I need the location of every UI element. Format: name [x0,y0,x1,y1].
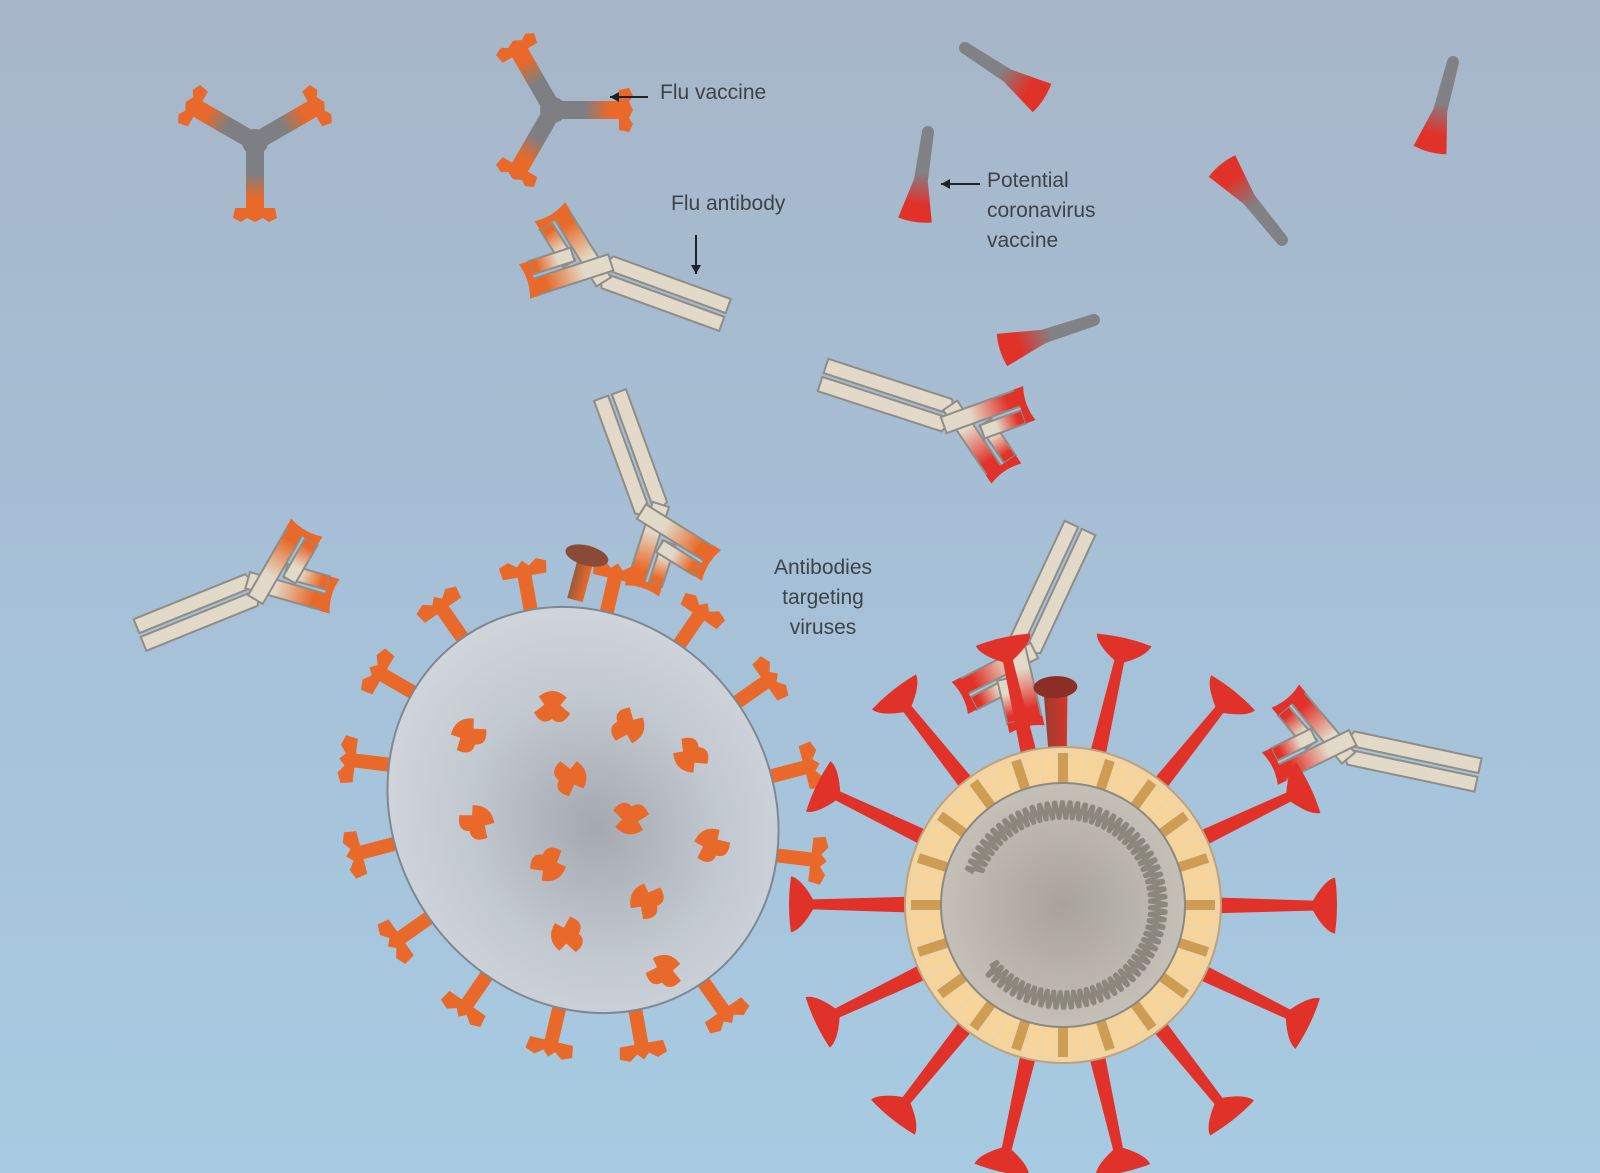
flu-bound-spike [565,544,609,603]
coronavirus-vaccine [1208,155,1288,246]
flu-glycoprotein [534,690,571,723]
flu-virus [337,558,829,1062]
coronavirus-spike [1149,1017,1254,1136]
antibody [1261,684,1483,793]
flu-antibody-label: Flu antibody [671,192,786,215]
coronavirus-spike [1212,877,1337,934]
coronavirus-vaccine [996,314,1100,367]
coronavirus-spike [1194,963,1320,1049]
coronavirus-vaccine-label-line: vaccine [987,229,1059,252]
coronavirus-spike [1088,633,1152,761]
flu-vaccine [178,84,332,222]
coronavirus-spike [789,876,914,933]
coronavirus-spike [1194,762,1321,848]
flu-vaccine [495,33,633,187]
flu-glycoprotein [554,761,587,797]
flu-virus-spike [525,1002,573,1060]
flu-glycoprotein [551,916,583,953]
coronavirus-spike [871,1017,976,1135]
flu-glycoprotein [645,954,681,988]
antibodies-targeting-label: Antibodies targeting viruses [763,553,883,643]
flu-glycoprotein [630,883,664,920]
flu-glycoprotein [458,805,495,840]
coronavirus-spike [974,1049,1038,1173]
coronavirus-vaccine [898,126,934,223]
flu-antibody-arrow [691,235,701,274]
flu-virus-spike [360,648,420,701]
coronavirus-spike [805,962,932,1048]
coronavirus-vaccine-label: Potential coronavirus vaccine [987,166,1096,256]
coronavirus-spike [1150,675,1255,793]
coronavirus [789,633,1337,1173]
flu-virus-spike [342,831,401,879]
coronavirus-spike [872,674,977,793]
antibody [132,518,340,653]
antibodies-targeting-label-line: Antibodies [773,556,873,579]
flu-virus-spike [377,909,437,964]
antibodies-targeting-label-line: targeting [782,586,864,609]
coronavirus-spike [975,633,1038,761]
flu-virus-spike [695,974,750,1034]
flu-glycoprotein [613,802,649,835]
coronavirus-spike [806,761,932,847]
flu-glycoprotein [694,828,730,862]
coronavirus-vaccine [959,42,1052,113]
antibodies-targeting-label-line: viruses [789,616,857,639]
flu-virus-spike [765,741,824,789]
flu-virus-spike [416,586,471,646]
flu-vaccine-label: Flu vaccine [660,81,767,104]
antibody [518,202,733,333]
flu-virus-spike [772,837,829,885]
flu-virus-spike [729,656,789,711]
antibody [951,519,1097,734]
coronavirus-vaccine-label-line: Potential [987,169,1069,192]
coronavirus-vaccine-arrow [941,179,980,189]
coronavirus-bound-spike [1033,676,1078,756]
coronavirus-spike [1088,1049,1151,1173]
coronavirus-vaccine-label-line: coronavirus [987,199,1096,222]
flu-virus-spike [337,735,394,783]
flu-glycoprotein [530,847,567,882]
flu-virus-spike [619,1005,668,1062]
flu-glycoprotein [673,737,709,773]
coronavirus-vaccine [1413,56,1459,155]
flu-virus-spike [498,558,547,615]
flu-glycoprotein [450,718,487,753]
flu-virus-spike [440,968,495,1027]
flu-vaccine-arrow [610,92,648,102]
flu-virus-spike [671,593,726,652]
antibody [816,357,1036,484]
flu-virus-spike [593,560,641,618]
flu-glycoprotein [611,707,645,744]
